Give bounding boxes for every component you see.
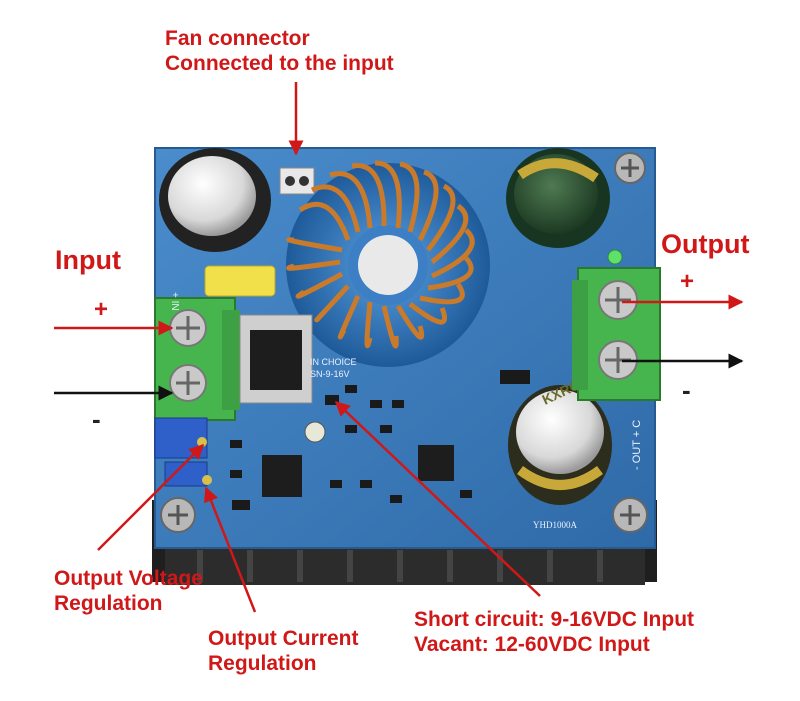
input-terminal-block xyxy=(154,297,240,421)
fan-connector-label-line2: Connected to the input xyxy=(165,52,394,76)
board-marking-out: - OUT + C xyxy=(631,420,643,470)
control-ic xyxy=(262,455,302,497)
board-marking-in-choice: IN CHOICE xyxy=(310,357,357,367)
fan-connector-label: Fan connector Connected to the input xyxy=(165,26,394,76)
output-plus-label: + xyxy=(680,268,695,295)
current-potentiometer xyxy=(164,461,212,487)
control-ic xyxy=(418,445,454,481)
input-plus-label: + xyxy=(94,296,109,323)
short-circuit-arrow xyxy=(334,400,541,597)
small-capacitor xyxy=(304,421,326,443)
short-circuit-label: Short circuit: 9-16VDC Input Vacant: 12-… xyxy=(414,607,694,657)
terminal-screw xyxy=(169,364,207,402)
current-regulation-arrow xyxy=(203,486,257,613)
board-marking-range: SN-9-16V xyxy=(310,369,350,379)
voltage-regulation-arrow xyxy=(97,443,205,551)
output-capacitor-top xyxy=(506,148,610,248)
input-minus-label: - xyxy=(92,404,101,434)
mosfet xyxy=(239,314,313,404)
input-capacitor xyxy=(159,148,271,252)
mounting-screw xyxy=(160,497,196,533)
current-regulation-line2: Regulation xyxy=(208,652,317,676)
terminal-screw xyxy=(169,309,207,347)
short-circuit-line1: Short circuit: 9-16VDC Input xyxy=(414,608,695,631)
input-title: Input xyxy=(55,245,121,275)
output-title: Output xyxy=(661,229,750,259)
voltage-potentiometer xyxy=(154,417,208,459)
fuse xyxy=(204,265,276,297)
current-regulation-line1: Output Current xyxy=(208,627,359,650)
mounting-screw xyxy=(612,497,648,533)
board-marking-in: + IN xyxy=(169,292,180,311)
voltage-regulation-line1: Output Voltage xyxy=(54,567,203,590)
fan-connector-label-line1: Fan connector xyxy=(165,27,310,50)
toroid-inductor xyxy=(286,160,490,367)
current-regulation-label: Output Current Regulation xyxy=(208,626,358,676)
smd-components xyxy=(230,370,530,510)
output-minus-label: - xyxy=(682,375,691,405)
led-indicator xyxy=(607,249,623,265)
terminal-screw xyxy=(598,280,638,320)
short-circuit-line2: Vacant: 12-60VDC Input xyxy=(414,633,650,657)
board-marking-model: YHD1000A xyxy=(533,520,577,530)
mounting-screw xyxy=(614,152,646,184)
output-terminal-block xyxy=(572,267,661,401)
fan-connector xyxy=(279,167,315,195)
voltage-regulation-label: Output Voltage Regulation xyxy=(54,566,203,616)
voltage-regulation-line2: Regulation xyxy=(54,592,163,616)
